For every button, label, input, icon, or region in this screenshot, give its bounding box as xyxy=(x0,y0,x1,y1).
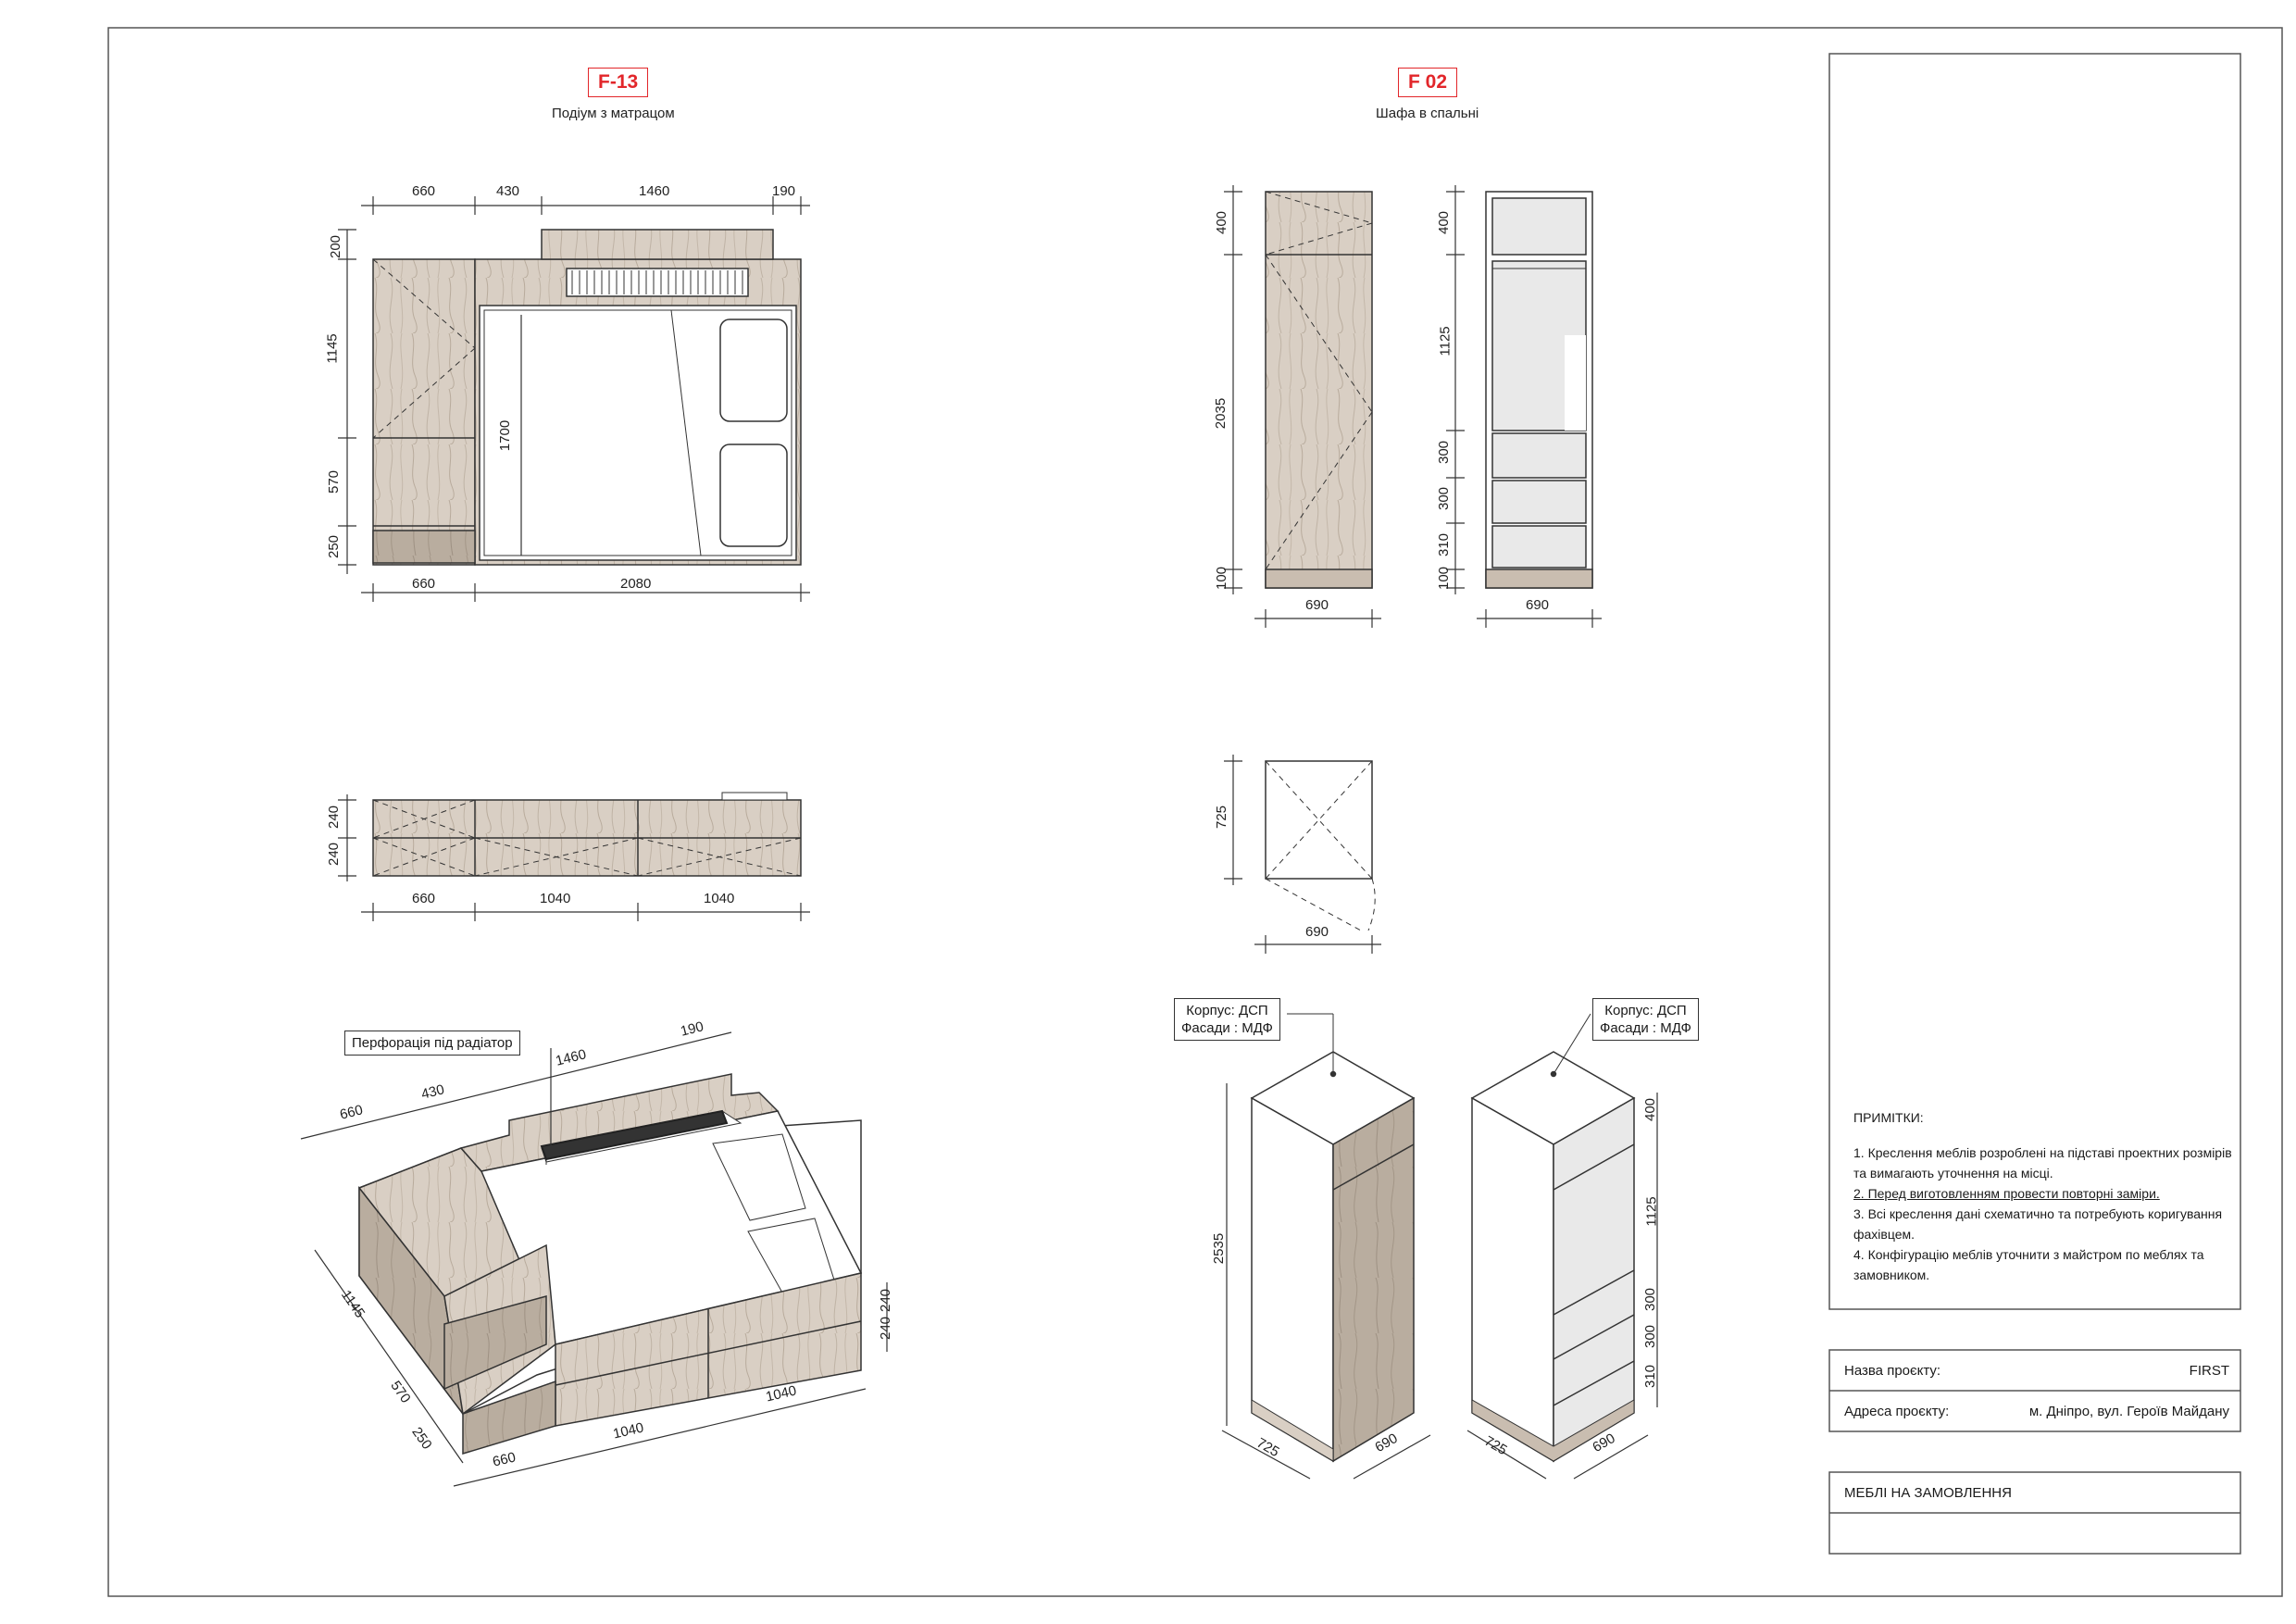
dim-label: 690 xyxy=(1305,597,1329,613)
pillow xyxy=(719,443,788,547)
bed-isometric-view xyxy=(357,1073,863,1455)
dim-label: 310 xyxy=(1436,532,1453,557)
dim-label: 570 xyxy=(326,469,343,494)
dim-label: 300 xyxy=(1436,440,1453,465)
dim-label: 400 xyxy=(1436,210,1453,235)
dim-label: 725 xyxy=(1214,805,1230,830)
dim-label: 100 xyxy=(1214,566,1230,591)
project-name-label: Назва проєкту: xyxy=(1844,1363,1941,1379)
dim-label: 2080 xyxy=(620,576,652,592)
wardrobe-front-dimensions xyxy=(1224,185,1381,628)
dim-label: 250 xyxy=(326,534,343,559)
dim-label: 430 xyxy=(496,183,520,199)
dim-label: 1145 xyxy=(324,333,341,364)
radiator-callout: Перфорація під радіатор xyxy=(344,1031,520,1056)
dim-label: 660 xyxy=(412,891,436,906)
radiator-perforation xyxy=(540,1109,729,1161)
dim-label: 660 xyxy=(412,576,436,592)
dim-label: 400 xyxy=(1642,1097,1659,1122)
dim-label: 300 xyxy=(1642,1287,1659,1312)
dim-label: 310 xyxy=(1642,1364,1659,1389)
note-item: 4. Конфігурацію меблів уточнити з майстр… xyxy=(1853,1247,2204,1282)
project-address-label: Адреса проєкту: xyxy=(1844,1404,1950,1419)
wardrobe-front-view xyxy=(1265,191,1373,589)
callout-line: Корпус: ДСП xyxy=(1604,1003,1687,1018)
wardrobe-inner-dimensions xyxy=(1446,185,1602,628)
bed-front-dimensions xyxy=(338,794,810,921)
dim-label: 1040 xyxy=(704,891,735,906)
dim-label: 400 xyxy=(1214,210,1230,235)
dim-label: 1460 xyxy=(639,183,670,199)
dim-label: 1700 xyxy=(497,419,514,452)
dim-label: 1040 xyxy=(540,891,571,906)
wardrobe-isometric-open xyxy=(1470,1013,1636,1463)
bed-plan-dimensions xyxy=(338,196,810,602)
wardrobe-isometric-closed xyxy=(1250,1013,1416,1463)
dim-label: 2535 xyxy=(1211,1232,1228,1265)
callout-line: Фасади : МДФ xyxy=(1181,1020,1273,1036)
note-item: 3. Всі креслення дані схематично та потр… xyxy=(1853,1206,2223,1242)
material-callout-left: Корпус: ДСП Фасади : МДФ xyxy=(1174,998,1280,1041)
notes-frame xyxy=(1828,53,2241,1310)
material-callout-right: Корпус: ДСП Фасади : МДФ xyxy=(1592,998,1699,1041)
dim-label: 690 xyxy=(1526,597,1550,613)
callout-line: Фасади : МДФ xyxy=(1600,1020,1691,1036)
wardrobe-inner-view xyxy=(1485,191,1593,589)
sheet-frame xyxy=(107,27,2283,1597)
dim-label: 240 xyxy=(326,842,343,867)
bed-isometric-dimensions xyxy=(300,1031,888,1487)
dim-label: 300 xyxy=(1642,1324,1659,1349)
bed-front-view xyxy=(372,792,802,877)
dim-label: 1125 xyxy=(1437,326,1454,356)
notes-title: ПРИМІТКИ: xyxy=(1853,1110,1924,1125)
section-title: МЕБЛІ НА ЗАМОВЛЕННЯ xyxy=(1844,1485,2012,1501)
callout-line: Корпус: ДСП xyxy=(1186,1003,1268,1018)
bed-plan-view xyxy=(372,229,802,566)
wardrobe-isometric-dimensions xyxy=(1221,1083,1658,1480)
notes-block: ПРИМІТКИ: 1. Креслення меблів розроблені… xyxy=(1853,1107,2233,1285)
f02-subtitle: Шафа в спальні xyxy=(1376,106,1479,121)
pillow xyxy=(719,319,788,422)
note-item: 1. Креслення меблів розроблені на підста… xyxy=(1853,1145,2232,1181)
project-address-value: м. Дніпро, вул. Героїв Майдану xyxy=(2028,1404,2229,1419)
dim-label: 240 xyxy=(326,805,343,830)
f02-tag: F 02 xyxy=(1398,68,1458,97)
note-item: 2. Перед виготовленням провести повторні… xyxy=(1853,1186,2160,1201)
dim-label: 100 xyxy=(1436,566,1453,591)
wardrobe-plan-view xyxy=(1224,755,1381,954)
dim-label: 300 xyxy=(1436,486,1453,511)
dim-label: 690 xyxy=(1305,924,1329,940)
dim-label: 240 xyxy=(878,1288,894,1313)
dim-label: 190 xyxy=(772,183,796,199)
dim-label: 240 xyxy=(878,1316,894,1341)
project-name-value: FIRST xyxy=(2189,1363,2229,1379)
f13-subtitle: Подіум з матрацом xyxy=(552,106,675,121)
dim-label: 1125 xyxy=(1643,1196,1660,1227)
dim-label: 660 xyxy=(412,183,436,199)
f13-tag: F-13 xyxy=(588,68,649,97)
dim-label: 2035 xyxy=(1213,397,1229,430)
dim-label: 200 xyxy=(328,234,344,259)
